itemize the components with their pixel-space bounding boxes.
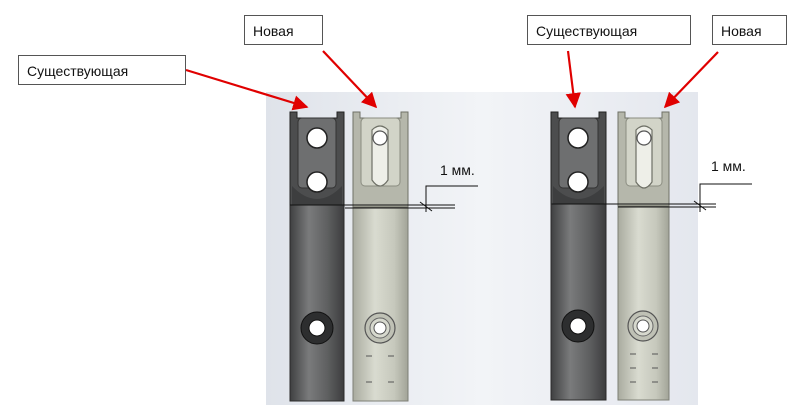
annotation-arrows — [185, 50, 719, 111]
part-existing-left — [289, 111, 345, 402]
part-new-right — [617, 111, 670, 401]
callout-right-new: Новая — [712, 15, 787, 45]
arrow-left-new — [322, 50, 378, 109]
dimension-right — [552, 183, 752, 212]
callout-left-existing: Существующая — [18, 55, 186, 85]
arrow-right-existing — [565, 50, 581, 109]
callout-left-new: Новая — [244, 15, 323, 45]
dimension-label-right: 1 мм. — [711, 158, 746, 174]
dimension-label-left: 1 мм. — [440, 162, 475, 178]
arrow-right-new — [663, 51, 719, 109]
part-new-left — [352, 111, 409, 402]
callout-right-existing: Существующая — [527, 15, 691, 45]
dimension-left — [290, 185, 478, 212]
part-existing-right — [550, 111, 607, 401]
arrow-left-existing — [185, 68, 309, 111]
